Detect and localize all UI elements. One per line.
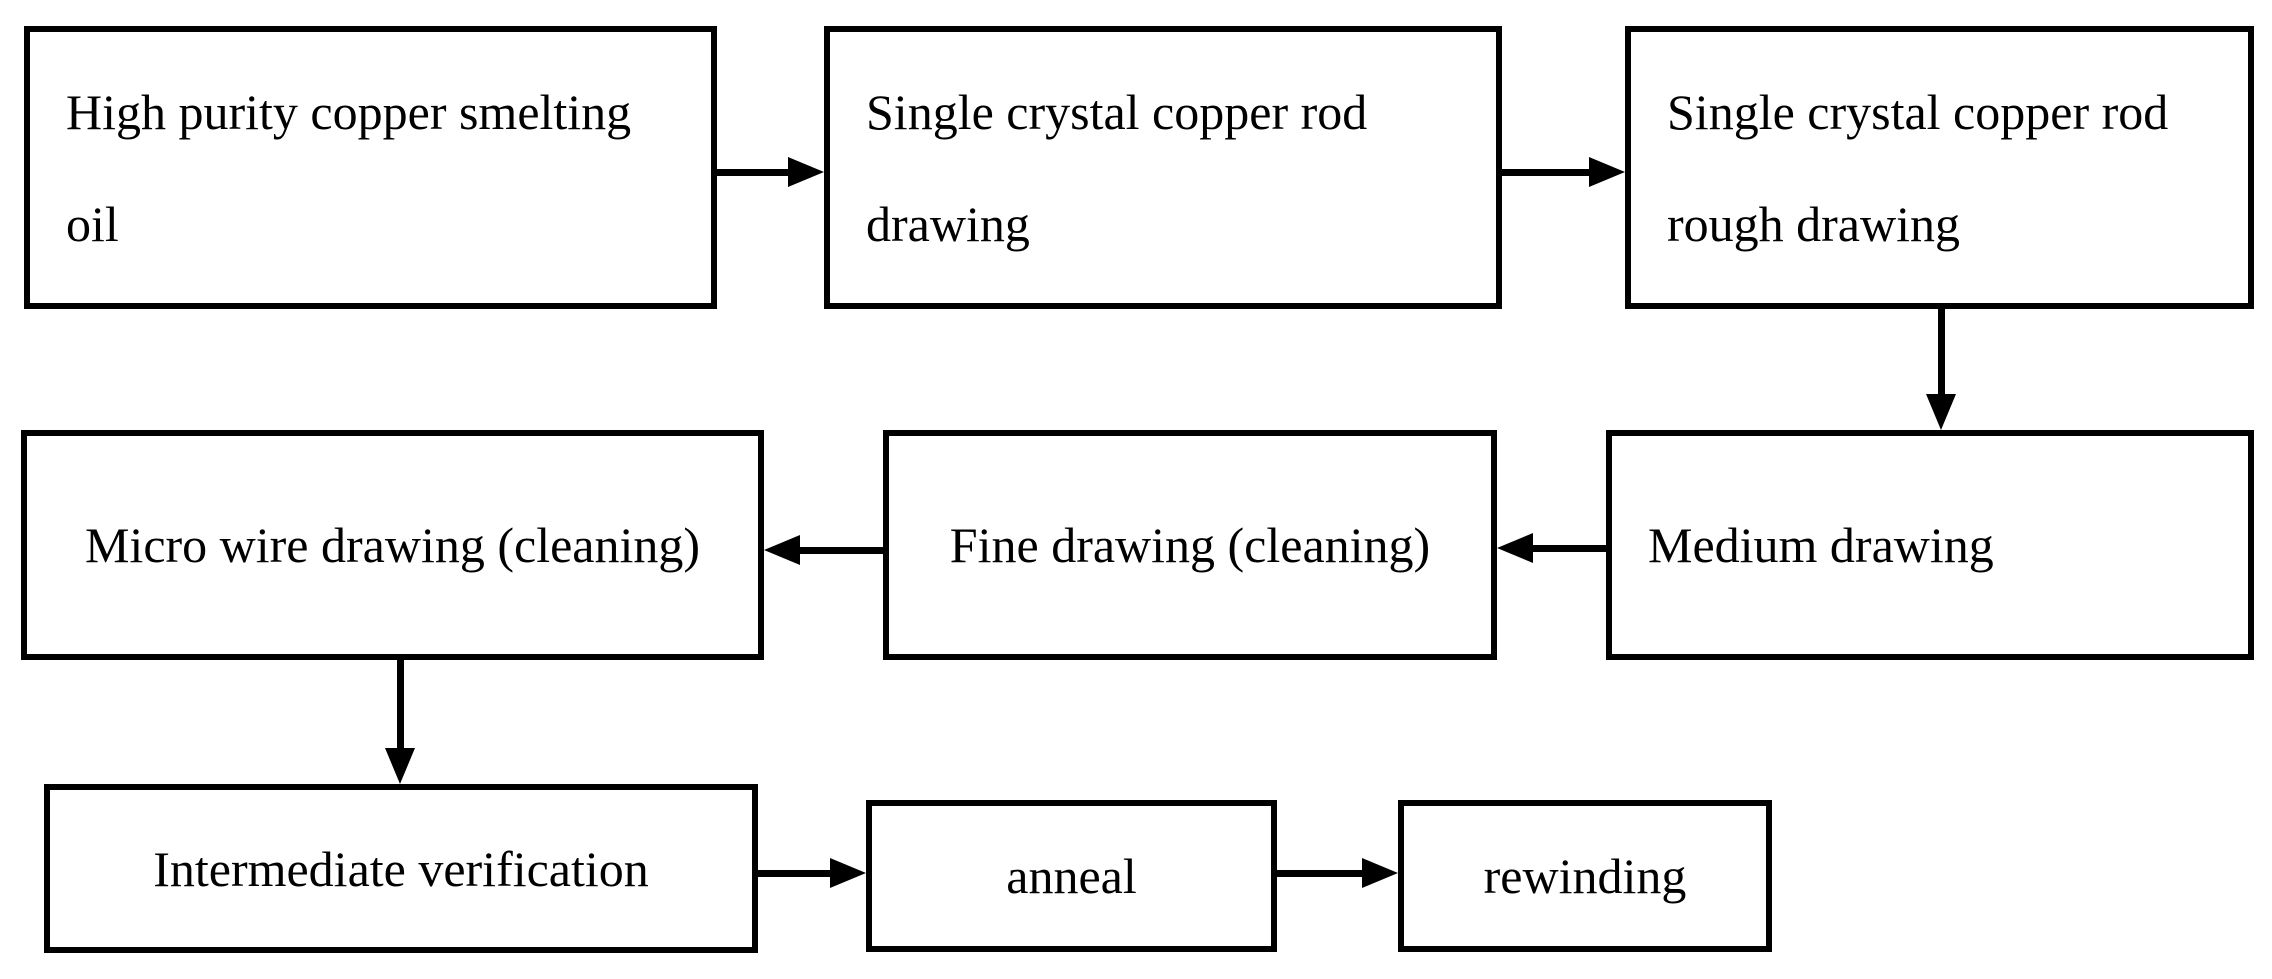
node-label-line: Medium drawing bbox=[1648, 517, 1994, 573]
node-label-line: rough drawing bbox=[1667, 195, 1960, 252]
node-anneal: anneal bbox=[866, 800, 1277, 952]
node-label-line: oil bbox=[66, 195, 119, 252]
arrow-shaft bbox=[1277, 869, 1362, 877]
arrow-shaft bbox=[800, 546, 883, 554]
node-label-line: Single crystal copper rod bbox=[866, 83, 1368, 140]
node-medium-drawing: Medium drawing bbox=[1606, 430, 2254, 660]
arrowhead-left-icon bbox=[1497, 533, 1533, 563]
arrow-medium-drawing-to-fine-drawing bbox=[1497, 533, 1606, 563]
arrow-micro-wire-drawing-to-intermediate-verification bbox=[385, 660, 415, 784]
node-label-line: anneal bbox=[1006, 848, 1137, 904]
arrow-shaft bbox=[1502, 168, 1589, 176]
arrow-shaft bbox=[396, 660, 404, 748]
arrow-shaft bbox=[1937, 309, 1945, 394]
node-label-line: Fine drawing (cleaning) bbox=[949, 517, 1431, 573]
node-label-line: rewinding bbox=[1483, 848, 1687, 904]
arrow-rod-drawing-to-rough-drawing bbox=[1502, 157, 1625, 187]
node-micro-wire-drawing-cleaning: Micro wire drawing (cleaning) bbox=[21, 430, 764, 660]
arrowhead-left-icon bbox=[764, 535, 800, 565]
node-label-line: High purity copper smelting bbox=[66, 83, 632, 140]
node-label-line: Intermediate verification bbox=[153, 840, 649, 897]
node-high-purity-copper-smelting-oil: High purity copper smelting oil bbox=[24, 26, 717, 309]
arrow-intermediate-verification-to-anneal bbox=[758, 858, 866, 888]
node-single-crystal-copper-rod-rough-drawing: Single crystal copper rod rough drawing bbox=[1625, 26, 2254, 309]
arrowhead-right-icon bbox=[1589, 157, 1625, 187]
arrow-anneal-to-rewinding bbox=[1277, 858, 1398, 888]
node-single-crystal-copper-rod-drawing: Single crystal copper rod drawing bbox=[824, 26, 1502, 309]
arrowhead-right-icon bbox=[1362, 858, 1398, 888]
arrowhead-right-icon bbox=[830, 858, 866, 888]
arrowhead-down-icon bbox=[1926, 394, 1956, 430]
node-fine-drawing-cleaning: Fine drawing (cleaning) bbox=[883, 430, 1497, 660]
arrow-shaft bbox=[717, 168, 788, 176]
arrow-shaft bbox=[1533, 544, 1606, 552]
node-label-line: Micro wire drawing (cleaning) bbox=[84, 517, 701, 573]
arrowhead-right-icon bbox=[788, 157, 824, 187]
arrow-smelting-to-rod-drawing bbox=[717, 157, 824, 187]
arrow-fine-drawing-to-micro-wire-drawing bbox=[764, 535, 883, 565]
node-intermediate-verification: Intermediate verification bbox=[44, 784, 758, 953]
node-label-line: Single crystal copper rod bbox=[1667, 83, 2169, 140]
node-rewinding: rewinding bbox=[1398, 800, 1772, 952]
arrow-shaft bbox=[758, 869, 830, 877]
node-label-line: drawing bbox=[866, 195, 1030, 252]
arrow-rough-drawing-to-medium-drawing bbox=[1926, 309, 1956, 430]
arrowhead-down-icon bbox=[385, 748, 415, 784]
